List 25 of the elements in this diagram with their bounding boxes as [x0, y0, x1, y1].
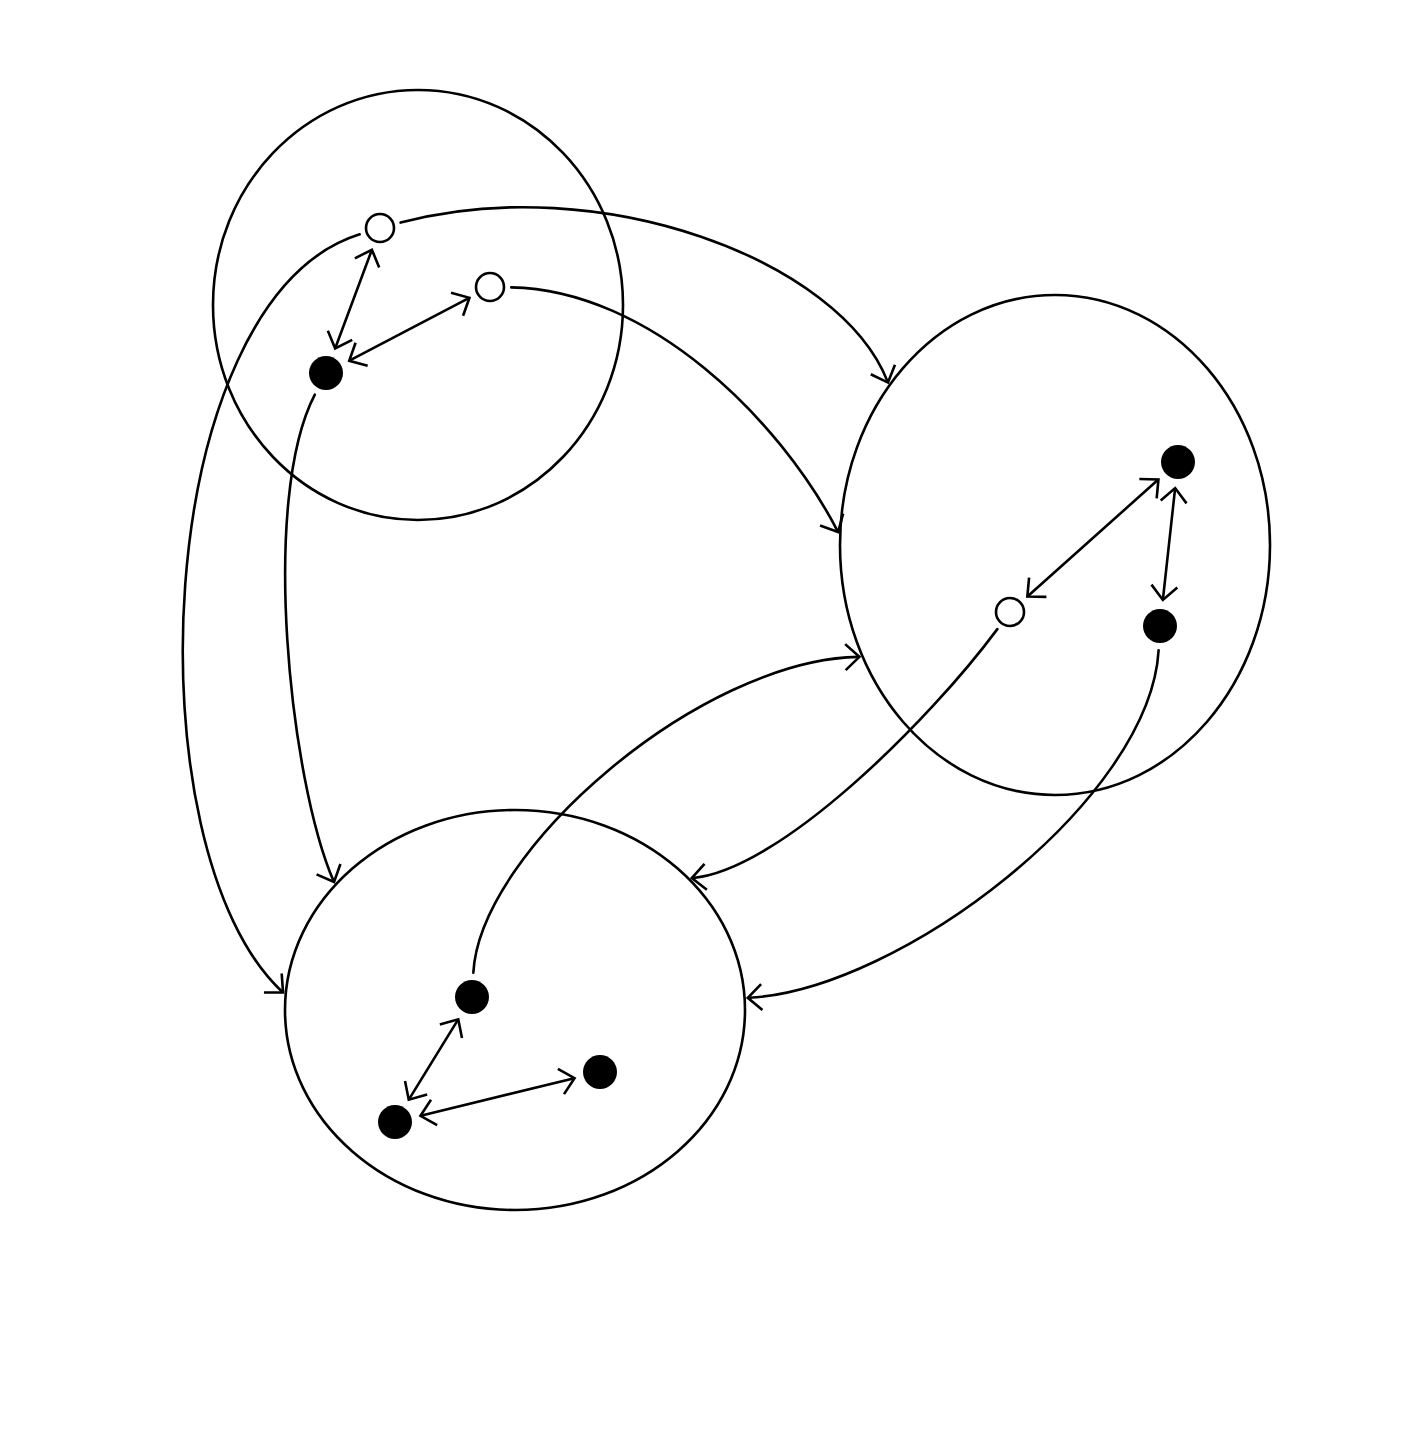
double-arrow [403, 1017, 464, 1102]
arrow [510, 286, 845, 534]
dot [583, 1055, 617, 1089]
double-arrow [418, 1067, 577, 1127]
dot [378, 1105, 412, 1139]
arrow [181, 233, 361, 994]
arrow [472, 643, 862, 975]
arrow [745, 648, 1160, 1012]
double-arrow [326, 247, 381, 351]
dot [1143, 609, 1177, 643]
arrow [689, 627, 999, 891]
arrow [399, 206, 897, 385]
double-arrow [347, 291, 472, 368]
open-circle [994, 596, 1026, 628]
open-circle [474, 271, 506, 303]
double-arrow [1025, 477, 1160, 599]
open-circle [364, 212, 396, 244]
ellipse [838, 293, 1272, 797]
dot [309, 356, 343, 390]
arrow [284, 393, 342, 884]
dot [1161, 445, 1195, 479]
ellipse [283, 808, 747, 1212]
ellipse [211, 88, 625, 522]
double-arrow [1150, 486, 1188, 602]
dot [455, 980, 489, 1014]
